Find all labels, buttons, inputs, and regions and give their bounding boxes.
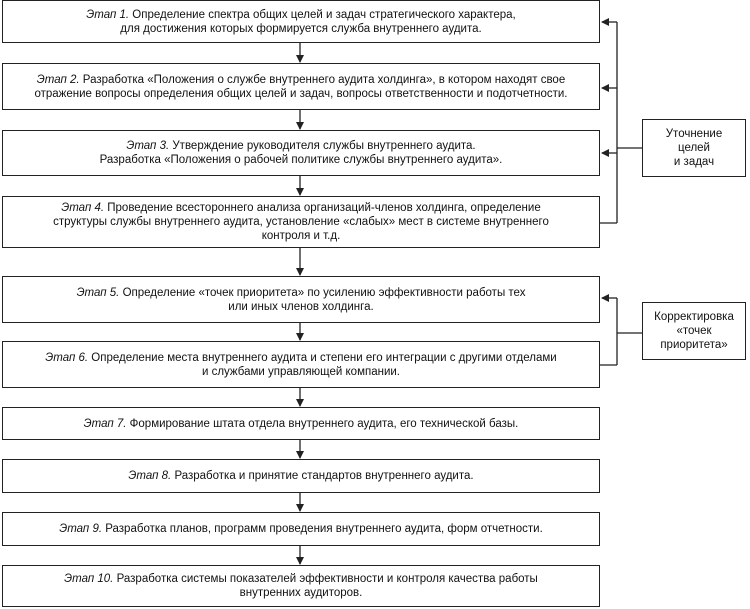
stage-7-box: Этап 7. Формирование штата отдела внутре…	[2, 407, 600, 440]
stage-2-box: Этап 2. Разработка «Положения о службе в…	[2, 63, 600, 110]
stage-10-text: Разработка системы показателей эффективн…	[116, 573, 538, 599]
stage-3-text: Утверждение руководителя службы внутренн…	[99, 140, 503, 166]
stage-9-text: Разработка планов, программ проведения в…	[105, 523, 543, 535]
goals-clarification-text: Уточнение целей и задач	[665, 128, 723, 168]
stage-5-text: Определение «точек приоритета» по усилен…	[122, 286, 526, 313]
stage-9-box: Этап 9. Разработка планов, программ пров…	[2, 512, 600, 546]
stage-5-box: Этап 5. Определение «точек приоритета» п…	[2, 276, 600, 323]
goals-clarification-box: Уточнение целей и задач	[642, 119, 746, 177]
stage-2-text: Разработка «Положения о службе внутренне…	[34, 73, 568, 100]
stage-1-box: Этап 1. Определение спектра общих целей …	[2, 0, 600, 43]
priority-correction-box: Корректировка «точек приоритета»	[642, 302, 746, 360]
stage-8-label: Этап 8.	[128, 470, 172, 482]
stage-9-label: Этап 9.	[59, 523, 103, 535]
stage-8-text: Разработка и принятие стандартов внутрен…	[174, 470, 474, 482]
stage-2-label: Этап 2.	[36, 73, 80, 86]
stage-10-box: Этап 10. Разработка системы показателей …	[2, 565, 600, 607]
stage-8-box: Этап 8. Разработка и принятие стандартов…	[2, 459, 600, 493]
stage-1-text: Определение спектра общих целей и задач …	[120, 8, 516, 35]
stage-5-label: Этап 5.	[76, 286, 120, 299]
stage-6-box: Этап 6. Определение места внутреннего ау…	[2, 341, 600, 388]
stage-3-label: Этап 3.	[126, 140, 170, 152]
priority-feedback-lines	[600, 294, 642, 366]
stage-4-text: Проведение всестороннего анализа организ…	[53, 202, 549, 242]
stage-4-box: Этап 4. Проведение всестороннего анализа…	[2, 196, 600, 248]
stage-10-label: Этап 10.	[64, 573, 114, 585]
stage-7-text: Формирование штата отдела внутреннего ау…	[129, 417, 519, 430]
priority-correction-text: Корректировка «точек приоритета»	[654, 311, 734, 351]
stage-3-box: Этап 3. Утверждение руководителя службы …	[2, 130, 600, 176]
stage-1-label: Этап 1.	[86, 8, 130, 21]
stage-7-label: Этап 7.	[83, 417, 127, 430]
stage-6-label: Этап 6.	[45, 351, 89, 364]
goals-feedback-lines	[600, 18, 642, 224]
stage-4-label: Этап 4.	[61, 202, 105, 214]
stage-6-text: Определение места внутреннего аудита и с…	[91, 351, 557, 378]
